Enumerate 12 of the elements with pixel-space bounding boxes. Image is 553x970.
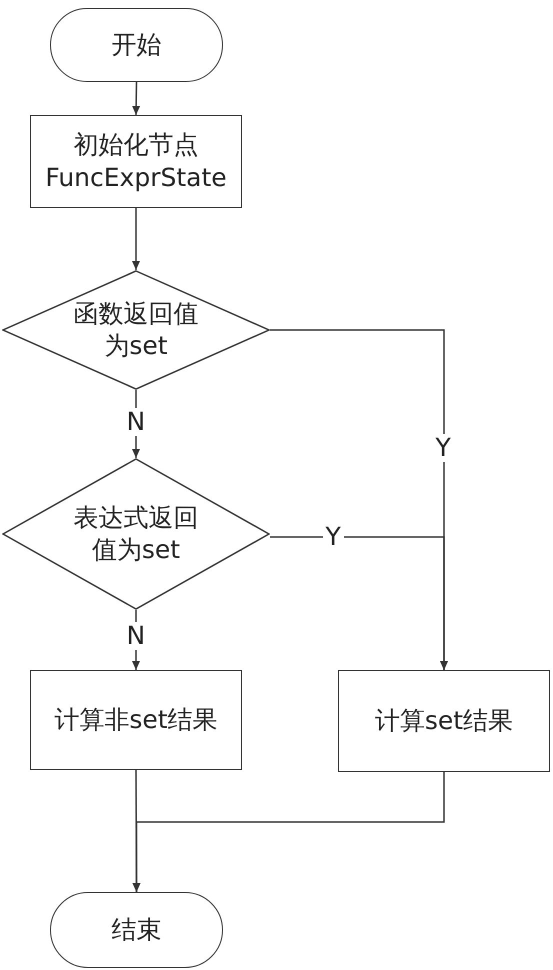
arrow	[132, 82, 140, 116]
process-box: 计算非set结果	[30, 670, 242, 770]
decision-diamond: 表达式返回值为set	[2, 458, 270, 610]
process-box: 计算set结果	[338, 670, 550, 772]
arrow	[132, 208, 140, 270]
edge-label: Y	[432, 434, 454, 462]
arrow	[270, 536, 448, 670]
terminal-shape: 开始	[50, 8, 223, 82]
arrow	[132, 772, 445, 892]
process-box: 初始化节点 FuncExprState	[30, 115, 242, 208]
decision-diamond: 函数返回值为set	[2, 270, 270, 390]
terminal-shape: 结束	[50, 892, 223, 968]
